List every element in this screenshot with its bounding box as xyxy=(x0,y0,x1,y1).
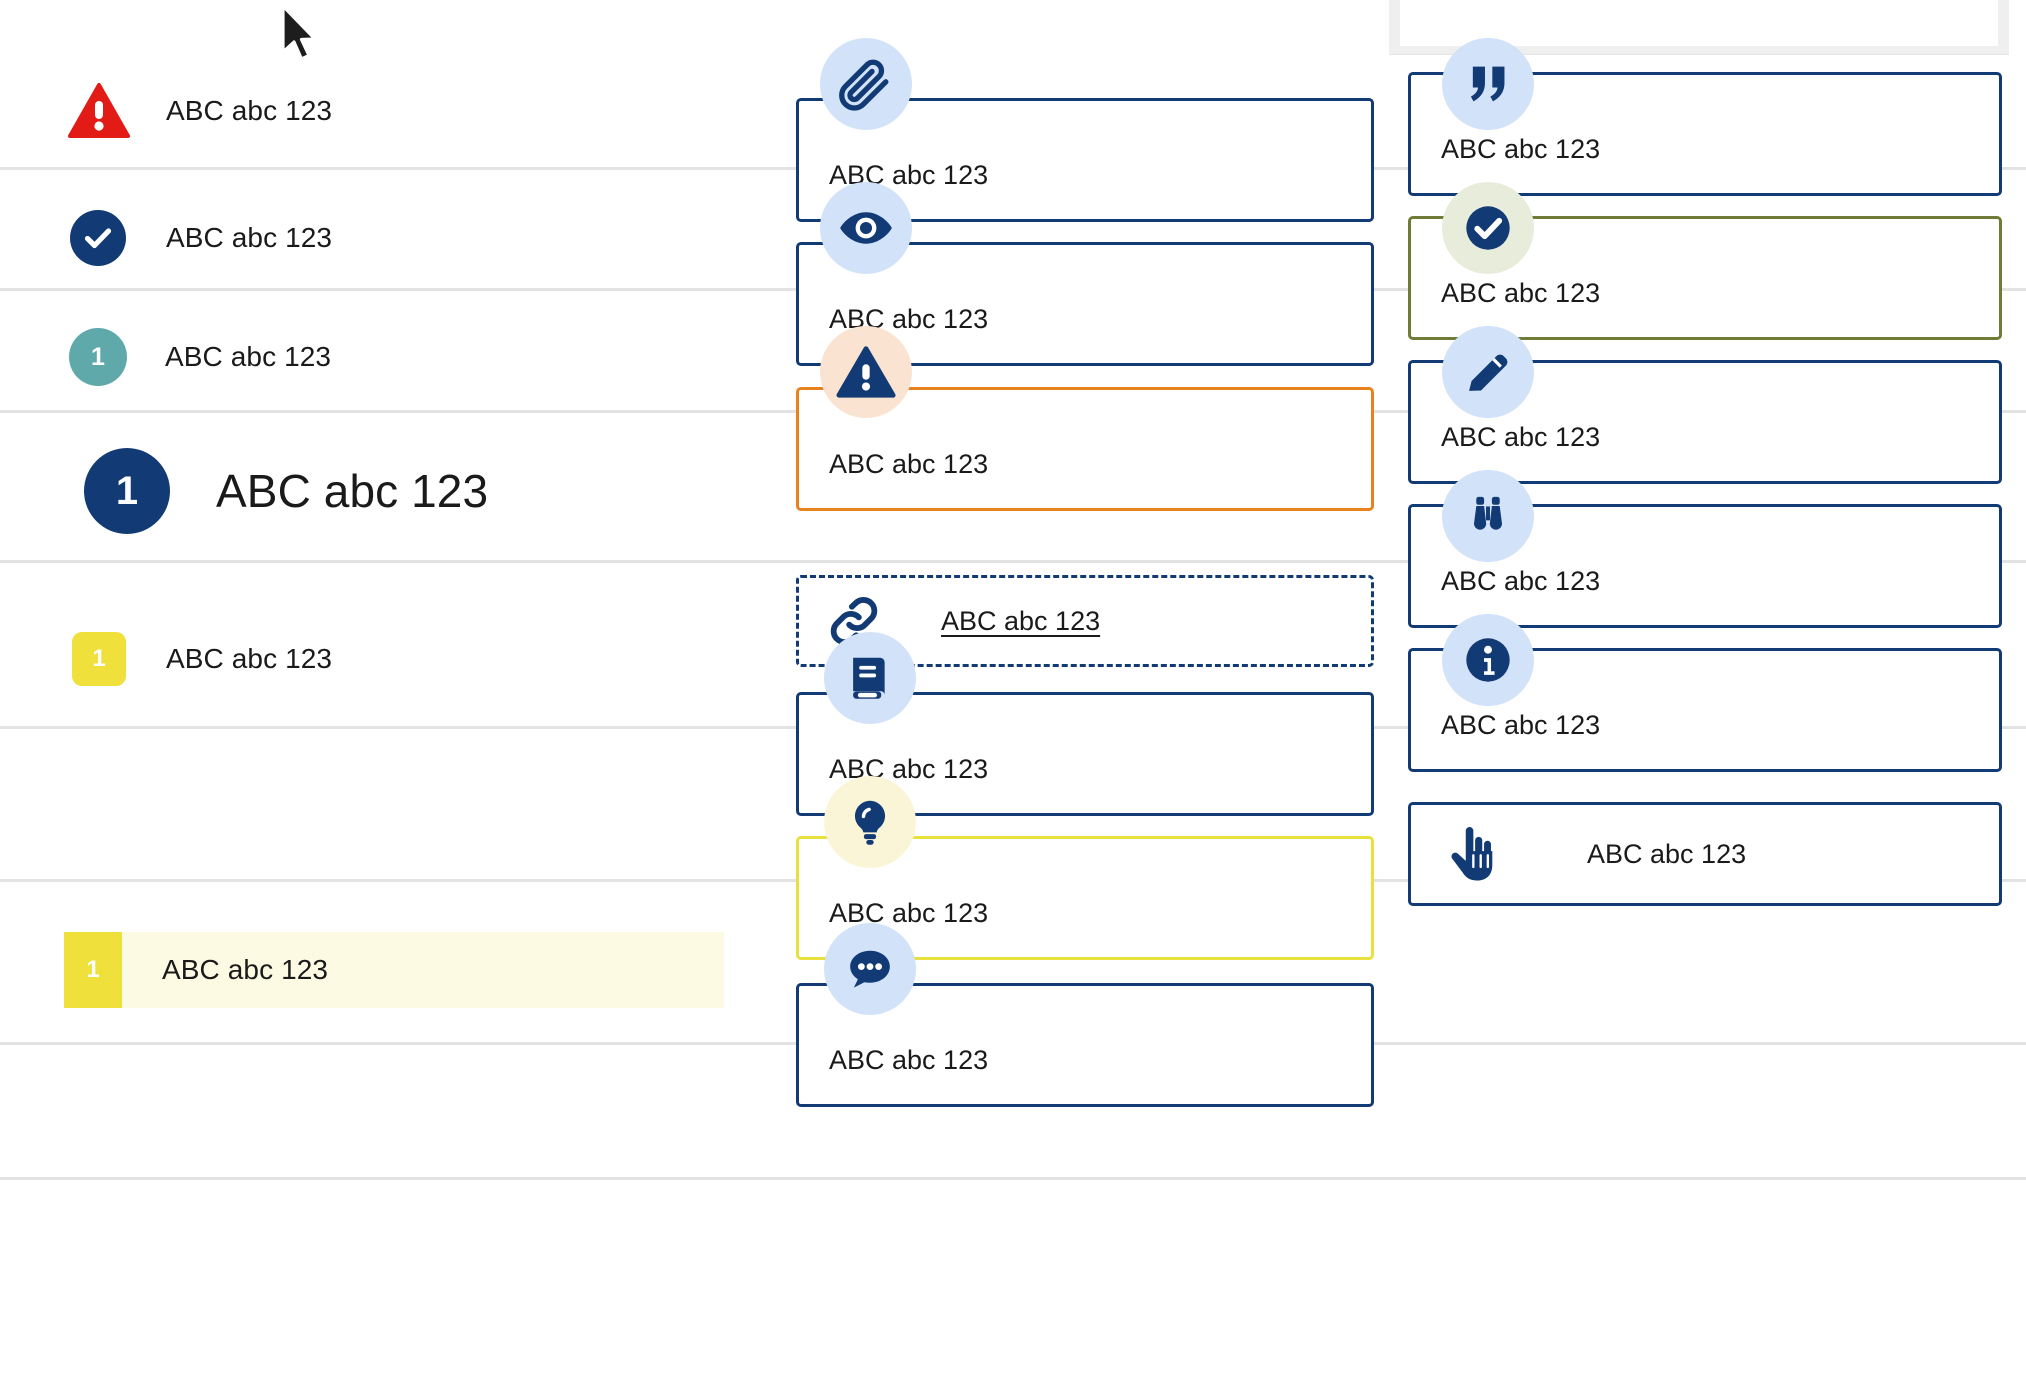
number-badge-circle-large: 1 xyxy=(84,448,170,534)
list-item[interactable]: 1 ABC abc 123 xyxy=(0,441,760,541)
card-link-label[interactable]: ABC abc 123 xyxy=(941,605,1101,636)
card-label: ABC abc 123 xyxy=(1441,710,1601,740)
card-label: ABC abc 123 xyxy=(829,449,989,479)
card-label: ABC abc 123 xyxy=(829,1045,989,1075)
check-circle-icon xyxy=(70,210,126,266)
row-separator xyxy=(0,1177,2026,1180)
list-item-selected[interactable]: 1 ABC abc 123 xyxy=(0,932,760,1008)
info-icon xyxy=(1442,614,1534,706)
quote-icon xyxy=(1442,38,1534,130)
pointing-hand-icon xyxy=(1445,825,1499,883)
card-info[interactable]: ABC abc 123 xyxy=(1408,648,2002,772)
list-item[interactable]: ABC abc 123 xyxy=(0,203,760,273)
number-badge-block: 1 xyxy=(64,932,122,1008)
number-badge-value: 1 xyxy=(115,468,139,513)
warning-triangle-icon xyxy=(68,83,130,139)
list-item-label: ABC abc 123 xyxy=(162,954,329,985)
list-item-label-large: ABC abc 123 xyxy=(216,465,489,517)
warning-icon xyxy=(820,326,912,418)
list-item[interactable]: 1 ABC abc 123 xyxy=(0,624,760,694)
list-item-label: ABC abc 123 xyxy=(166,643,333,674)
card-label: ABC abc 123 xyxy=(829,898,989,928)
lightbulb-icon xyxy=(824,776,916,868)
book-icon xyxy=(824,632,916,724)
card-label: ABC abc 123 xyxy=(1441,134,1601,164)
card-edit[interactable]: ABC abc 123 xyxy=(1408,360,2002,484)
card-label: ABC abc 123 xyxy=(1441,278,1601,308)
binoculars-icon xyxy=(1442,470,1534,562)
number-badge-circle: 1 xyxy=(69,328,127,386)
row-separator xyxy=(0,560,2026,563)
check-icon xyxy=(1442,182,1534,274)
card-quote[interactable]: ABC abc 123 xyxy=(1408,72,2002,196)
number-badge-square: 1 xyxy=(72,632,126,686)
card-label: ABC abc 123 xyxy=(1587,838,1747,869)
card-action[interactable]: ABC abc 123 xyxy=(1408,802,2002,906)
left-marker-list: ABC abc 123 ABC abc 123 1 ABC abc 123 1 … xyxy=(0,0,760,1392)
top-panel-peek-inner xyxy=(1400,0,1998,46)
number-badge-value: 1 xyxy=(92,645,106,672)
number-badge-value: 1 xyxy=(91,342,105,371)
eye-icon xyxy=(820,182,912,274)
list-item-label: ABC abc 123 xyxy=(166,95,333,126)
row-highlight-band xyxy=(64,932,724,1008)
card-label: ABC abc 123 xyxy=(1441,566,1601,596)
list-item-label: ABC abc 123 xyxy=(165,341,332,372)
list-item[interactable]: 1 ABC abc 123 xyxy=(0,322,760,392)
list-item[interactable]: ABC abc 123 xyxy=(0,76,760,146)
card-label: ABC abc 123 xyxy=(1441,422,1601,452)
pencil-icon xyxy=(1442,326,1534,418)
mouse-pointer xyxy=(278,4,320,71)
paperclip-icon xyxy=(820,38,912,130)
number-badge-value: 1 xyxy=(86,956,100,983)
list-item-label: ABC abc 123 xyxy=(166,222,333,253)
chat-bubble-icon xyxy=(824,923,916,1015)
